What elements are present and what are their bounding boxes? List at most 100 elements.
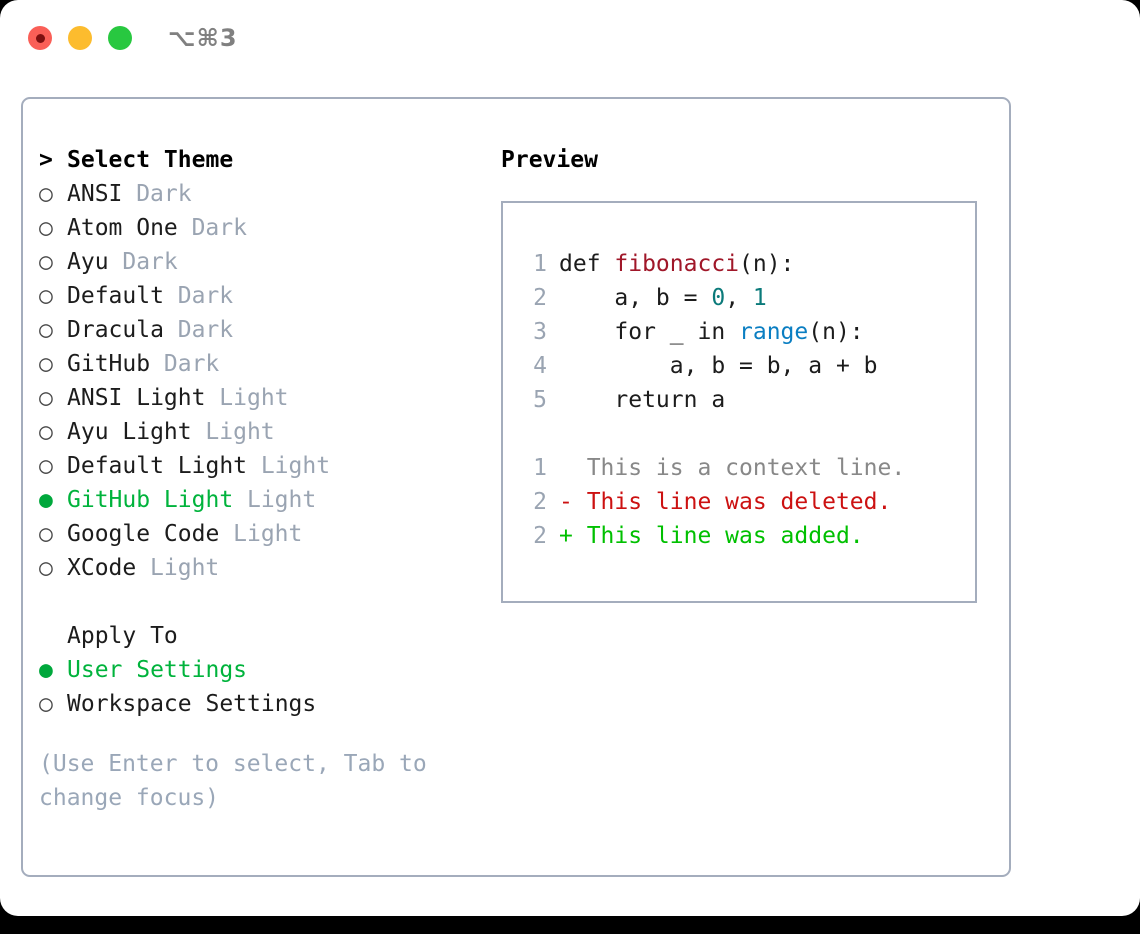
radio-unselected-icon: ○ xyxy=(39,317,53,343)
theme-name-label: Ayu xyxy=(67,249,109,275)
theme-picker-heading: > Select Theme xyxy=(39,147,489,181)
code-text: + This line was added. xyxy=(559,523,864,549)
apply-to-option[interactable]: ●User Settings xyxy=(39,657,489,691)
theme-variant-label: Light xyxy=(246,487,317,513)
radio-unselected-icon: ○ xyxy=(39,351,53,377)
diff-line: 2 + This line was added. xyxy=(521,523,975,557)
code-line: 1 def fibonacci(n): xyxy=(521,251,975,285)
theme-variant-label: Dark xyxy=(191,215,247,241)
radio-selected-icon: ● xyxy=(39,487,53,513)
code-text: This is a context line. xyxy=(559,455,906,481)
apply-to-option[interactable]: ○Workspace Settings xyxy=(39,691,489,725)
radio-unselected-icon: ○ xyxy=(39,249,53,275)
theme-list-item[interactable]: ○ Dracula Dark xyxy=(39,317,489,351)
title-bar: ⌥⌘3 xyxy=(0,0,1140,78)
code-token: a, b = b, a + b xyxy=(559,353,878,379)
preview-title: Preview xyxy=(501,147,598,173)
code-text: def fibonacci(n): xyxy=(559,251,794,277)
code-token: This is a context line. xyxy=(559,455,906,481)
code-line: 4 a, b = b, a + b xyxy=(521,353,975,387)
code-diff-separator xyxy=(521,421,975,455)
line-number: 2 xyxy=(533,285,547,311)
theme-name-label: XCode xyxy=(67,555,137,581)
code-line: 2 a, b = 0, 1 xyxy=(521,285,975,319)
line-number: 5 xyxy=(533,387,547,413)
theme-variant-label: Dark xyxy=(136,181,192,207)
radio-unselected-icon: ○ xyxy=(39,419,53,445)
radio-selected-icon: ● xyxy=(39,657,53,683)
code-line: 5 return a xyxy=(521,387,975,421)
close-button[interactable] xyxy=(28,26,52,50)
code-token: range xyxy=(739,319,809,345)
code-text: a, b = b, a + b xyxy=(559,353,878,379)
close-icon xyxy=(35,33,45,43)
apply-to-heading: Apply To xyxy=(39,623,489,657)
code-token: + This line was added. xyxy=(559,523,864,549)
theme-variant-label: Dark xyxy=(177,317,234,343)
code-token: - This line was deleted. xyxy=(559,489,892,515)
code-line: 3 for _ in range(n): xyxy=(521,319,975,353)
theme-name-label: ANSI xyxy=(67,181,123,207)
theme-name-label: Dracula xyxy=(67,317,164,343)
theme-name-label: Atom One xyxy=(67,215,178,241)
line-number: 2 xyxy=(533,523,547,549)
theme-name-label: Default Light xyxy=(67,453,248,479)
theme-list-item[interactable]: ○ ANSI Dark xyxy=(39,181,489,215)
radio-unselected-icon: ○ xyxy=(39,181,53,207)
code-token: , xyxy=(725,285,753,311)
line-number: 2 xyxy=(533,489,547,515)
theme-name-label: Ayu Light xyxy=(67,419,192,445)
maximize-button[interactable] xyxy=(108,26,132,50)
code-token: 1 xyxy=(752,285,767,311)
theme-list-item[interactable]: ○ Atom One Dark xyxy=(39,215,489,249)
code-text: return a xyxy=(559,387,725,413)
line-number: 1 xyxy=(533,251,547,277)
theme-name-label: Google Code xyxy=(67,521,220,547)
keyboard-shortcut-label: ⌥⌘3 xyxy=(168,24,238,52)
code-token: def xyxy=(559,251,615,277)
theme-variant-label: Dark xyxy=(163,351,220,377)
radio-unselected-icon: ○ xyxy=(39,691,53,717)
theme-variant-label: Light xyxy=(205,419,275,445)
radio-unselected-icon: ○ xyxy=(39,453,53,479)
diff-line: 2 - This line was deleted. xyxy=(521,489,975,523)
theme-variant-label: Light xyxy=(219,385,289,411)
theme-name-label: GitHub xyxy=(67,351,151,377)
theme-name-label: Default xyxy=(67,283,164,309)
code-token: return a xyxy=(559,387,726,413)
keyboard-hint-text: (Use Enter to select, Tab to change focu… xyxy=(39,751,427,811)
code-token: (n): xyxy=(808,319,864,345)
theme-variant-label: Light xyxy=(260,453,331,479)
minimize-button[interactable] xyxy=(68,26,92,50)
line-number: 3 xyxy=(533,319,547,345)
theme-list-item[interactable]: ○ Ayu Light Light xyxy=(39,419,489,453)
apply-to-title: Apply To xyxy=(67,623,178,649)
line-number: 1 xyxy=(533,455,547,481)
theme-variant-label: Dark xyxy=(177,283,234,309)
radio-unselected-icon: ○ xyxy=(39,215,53,241)
code-token: for _ in xyxy=(559,319,740,345)
page-title: Select Theme xyxy=(67,147,234,173)
code-token: (n): xyxy=(739,251,795,277)
diff-line: 1 This is a context line. xyxy=(521,455,975,489)
code-token: 0 xyxy=(711,285,726,311)
theme-name-label: ANSI Light xyxy=(67,385,206,411)
theme-list-item[interactable]: ○ Default Light Light xyxy=(39,453,489,487)
theme-variant-label: Light xyxy=(233,521,303,547)
line-number: 4 xyxy=(533,353,547,379)
code-text: - This line was deleted. xyxy=(559,489,891,515)
theme-list-item[interactable]: ○ GitHub Dark xyxy=(39,351,489,385)
